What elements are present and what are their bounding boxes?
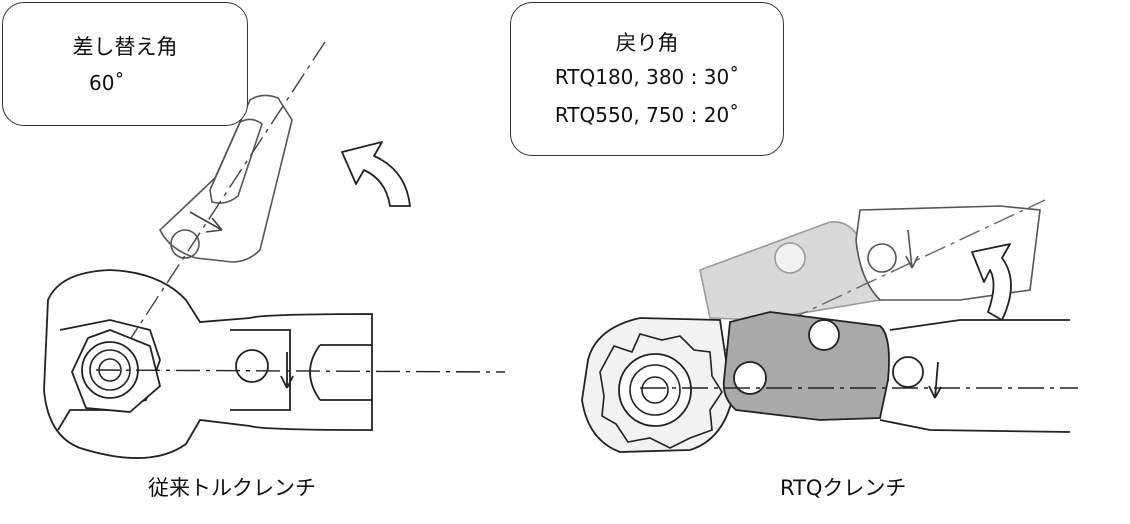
rtq-ghost-down-arrow <box>905 229 919 269</box>
return-angle-callout: 戻り角 RTQ180, 380 : 30˚ RTQ550, 750 : 20˚ <box>510 2 784 156</box>
rotated-center-line <box>109 41 326 371</box>
rtq-pin-left <box>733 361 767 395</box>
conventional-wrench-rotated-ghost <box>159 94 293 263</box>
rotate-arrow-icon <box>341 141 411 207</box>
rtq-socket-inner <box>641 376 669 404</box>
swap-angle-callout: 差し替え角 60˚ <box>2 2 248 126</box>
rtq-socket-mid <box>629 364 681 416</box>
pivot-pin <box>235 349 269 383</box>
rtq-pin-right <box>808 319 840 351</box>
rotated-direction-arrow <box>189 211 223 233</box>
return-angle-line-2: RTQ550, 750 : 20˚ <box>554 103 740 127</box>
rtq-handle-pin <box>892 356 924 388</box>
center-line <box>95 369 506 373</box>
return-arrow-icon <box>971 243 1012 321</box>
swap-angle-value: 60˚ <box>89 71 125 95</box>
rtq-return-center-line <box>649 199 1046 386</box>
return-angle-line-1: RTQ180, 380 : 30˚ <box>554 65 740 89</box>
swap-angle-title: 差し替え角 <box>72 35 178 59</box>
conventional-wrench <box>43 269 373 459</box>
rtq-wrench-caption: RTQクレンチ <box>780 476 907 500</box>
rtq-down-arrow <box>928 361 942 399</box>
conventional-wrench-caption: 従来トルクレンチ <box>148 476 316 500</box>
down-arrow <box>280 352 294 389</box>
return-angle-title: 戻り角 <box>615 31 679 55</box>
